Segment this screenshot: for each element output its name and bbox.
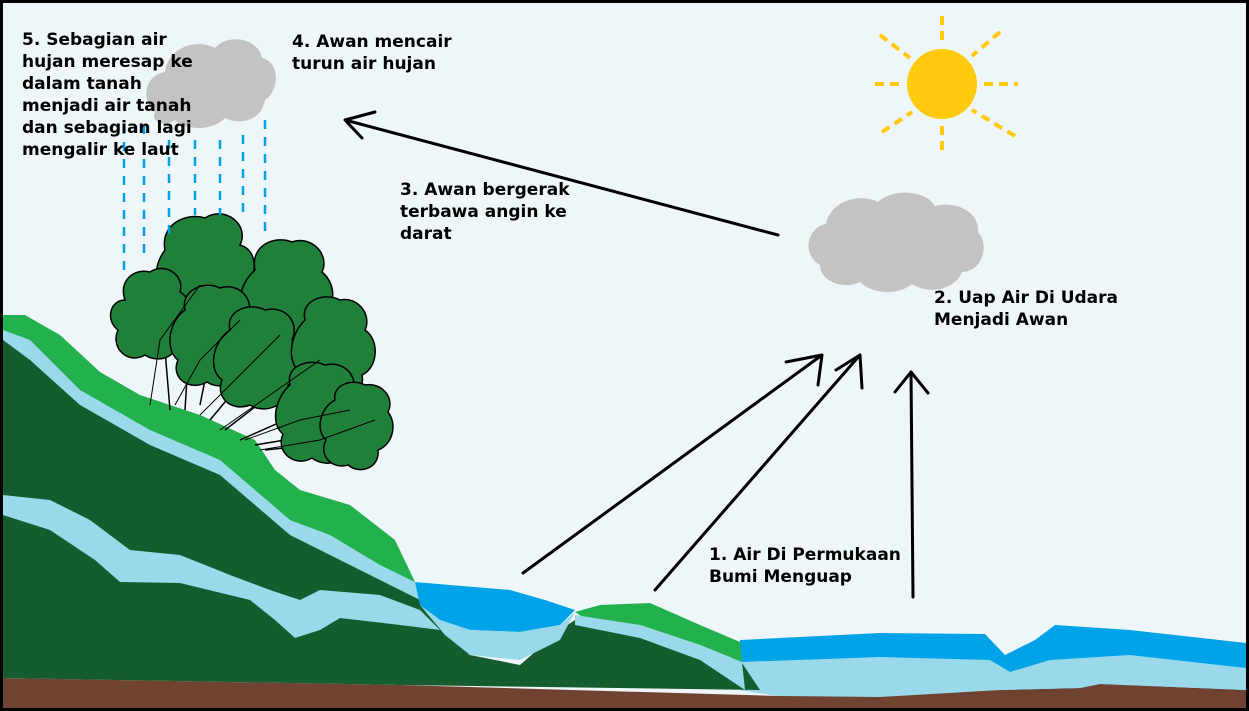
soil-layer [3, 678, 1246, 708]
step2-label: 2. Uap Air Di Udara Menjadi Awan [934, 288, 1119, 330]
arrow-wind [343, 110, 780, 237]
step4-label: 4. Awan mencair turun air hujan [292, 32, 452, 74]
hill-dark [3, 340, 760, 690]
groundwater-band [3, 330, 420, 600]
step3-label: 3. Awan bergerak terbawa angin ke darat [400, 180, 570, 244]
sea-shallow [740, 655, 1246, 697]
sun-icon [875, 16, 1018, 150]
lake [415, 582, 575, 632]
arrow-evaporation-left [521, 353, 824, 575]
tree-icon [109, 213, 394, 471]
groundwater-lower [3, 495, 440, 638]
land [3, 315, 1246, 708]
arrows [343, 110, 930, 599]
cloud-icon [146, 39, 276, 128]
rain-icon [122, 120, 267, 275]
step5-label: 5. Sebagian air hujan meresap ke dalam t… [22, 30, 193, 160]
hill-grass [3, 315, 415, 582]
lake-shallow [420, 605, 575, 660]
cloud-icon [808, 192, 984, 293]
shore-grass [575, 603, 742, 662]
shore-groundwater [575, 615, 745, 690]
arrow-evaporation-middle [653, 353, 864, 592]
arrow-evaporation-right [893, 370, 930, 599]
step1-label: 1. Air Di Permukaan Bumi Menguap [709, 545, 901, 587]
